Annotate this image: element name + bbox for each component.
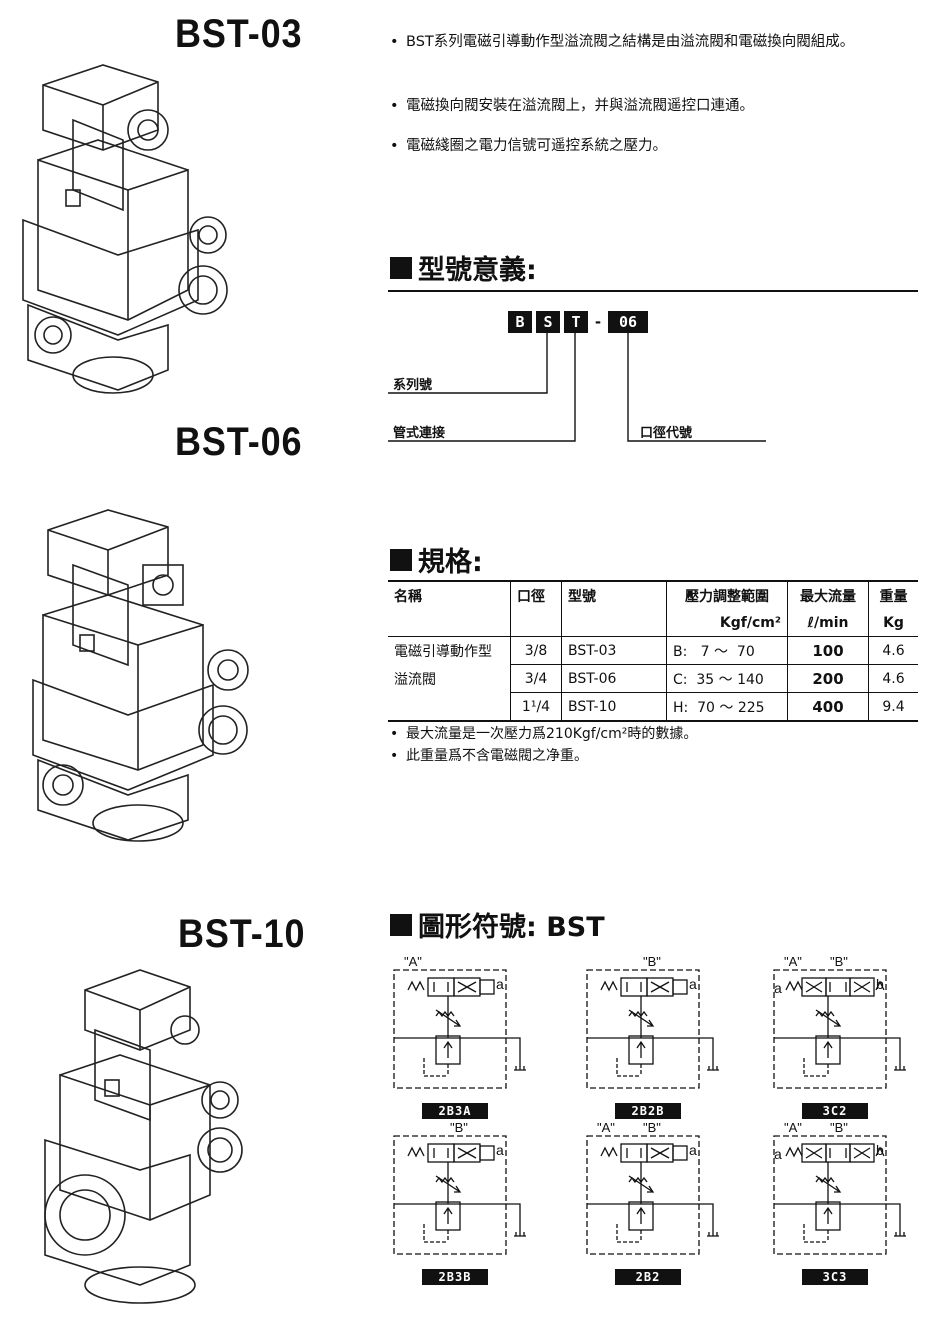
code-separator: - [594,313,602,331]
header-model: 型號 [561,581,667,609]
section-heading-model-meaning: 型號意義: [390,248,537,287]
bullet-item: • 電磁綫圈之電力信號可遥控系統之壓力。 [390,134,915,158]
cell-model: BST-10 [561,692,667,721]
quote-label-b: "B" [830,1120,848,1135]
cell-pressure: H: 70 ～ 225 [666,692,788,721]
cell-model: BST-03 [561,636,667,665]
code-part-t: T [564,311,588,333]
hydraulic-symbol-3c3 [773,1135,906,1255]
bullet-item: • BST系列電磁引導動作型溢流閥之結構是由溢流閥和電磁換向閥組成。 [390,30,915,54]
port-label-right: a [689,1142,697,1158]
cell-weight: 4.6 [868,636,918,665]
valve-illustration-bst-06 [32,509,249,842]
cell-weight: 4.6 [868,664,918,693]
label-pipe-connection: 管式連接 [393,426,446,441]
header-flow: 最大流量 [787,581,869,609]
cell-flow: 200 [787,664,869,693]
hydraulic-symbol-2b3a [393,969,526,1089]
port-label-right: a [689,976,697,992]
quote-label-b: "B" [450,1120,468,1135]
cell-model: BST-06 [561,664,667,693]
symbol-label-3c3: 3C3 [802,1269,868,1285]
code-part-size: 06 [608,311,648,333]
section-heading-spec: 規格: [390,540,483,579]
model-code-leader-lines [388,333,766,442]
bullet-item: • 電磁換向閥安裝在溢流閥上，并與溢流閥遥控口連通。 [390,94,915,118]
cell-size: 3/8 [510,636,562,665]
quote-label-b: "B" [830,954,848,969]
quote-label-a: "A" [404,954,422,969]
cell-weight: 9.4 [882,698,905,715]
spec-note: • 最大流量是一次壓力爲210Kgf/cm²時的數據。 [390,722,915,746]
symbol-label-2b2b: 2B2B [615,1103,681,1119]
hydraulic-symbol-2b3b [393,1135,526,1255]
hydraulic-symbol-2b2b [586,969,719,1089]
symbol-label-3c2: 3C2 [802,1103,868,1119]
valve-illustration-bst-10 [44,969,243,1304]
label-port-size: 口徑代號 [640,426,693,441]
port-label-left: a [774,1146,782,1162]
hydraulic-symbol-2b2 [586,1135,719,1255]
square-bullet-icon [390,913,412,936]
unit-weight: Kg [883,614,904,631]
valve-illustration-bst-03 [22,64,228,394]
bullet-dot-icon: • [390,726,399,742]
cell-pressure: B: 7 ～ 70 [666,636,788,665]
port-label-right: b [876,976,884,992]
port-label-right: a [496,976,504,992]
spec-note: • 此重量爲不含電磁閥之净重。 [390,744,915,768]
quote-label-b: "B" [643,1120,661,1135]
header-weight: 重量 [879,588,908,605]
divider [388,290,918,292]
square-bullet-icon [390,548,412,571]
symbol-label-2b3a: 2B3A [422,1103,488,1119]
unit-flow: ℓ/min [787,609,869,637]
spec-name-line-1: 電磁引導動作型 [388,636,511,665]
model-title-bst-06: BST-06 [175,420,303,464]
unit-pressure: Kgf/cm² [666,609,788,637]
bullet-dot-icon: • [390,98,399,114]
code-part-s: S [536,311,560,333]
cell-size: 3/4 [510,664,562,693]
symbol-label-2b2: 2B2 [615,1269,681,1285]
bullet-dot-icon: • [390,748,399,764]
cell-flow: 400 [787,692,869,721]
code-part-b: B [508,311,532,333]
model-title-bst-10: BST-10 [178,912,306,956]
spec-table: 名稱 口徑 型號 壓力調整範圍 最大流量 重量 Kgf/cm² ℓ/min Kg… [388,580,918,722]
model-title-bst-03: BST-03 [175,12,303,56]
quote-label-a: "A" [597,1120,615,1135]
cell-flow: 100 [787,636,869,665]
header-size: 口徑 [510,581,562,609]
quote-label-a: "A" [784,954,802,969]
section-heading-symbols: 圖形符號: BST [390,905,605,944]
header-name: 名稱 [388,581,511,609]
port-label-left: a [774,980,782,996]
port-label-right: b [876,1142,884,1158]
label-series: 系列號 [393,378,433,393]
quote-label-a: "A" [784,1120,802,1135]
symbol-label-2b3b: 2B3B [422,1269,488,1285]
port-label-right: a [496,1142,504,1158]
square-bullet-icon [390,256,412,279]
spec-name-line-2: 溢流閥 [388,664,511,693]
hydraulic-symbol-3c2 [773,969,906,1089]
cell-size: 1¹/4 [510,692,562,721]
bullet-dot-icon: • [390,34,399,50]
cell-pressure: C: 35 ～ 140 [666,664,788,693]
header-pressure: 壓力調整範圍 [666,581,788,609]
quote-label-b: "B" [643,954,661,969]
bullet-dot-icon: • [390,138,399,154]
